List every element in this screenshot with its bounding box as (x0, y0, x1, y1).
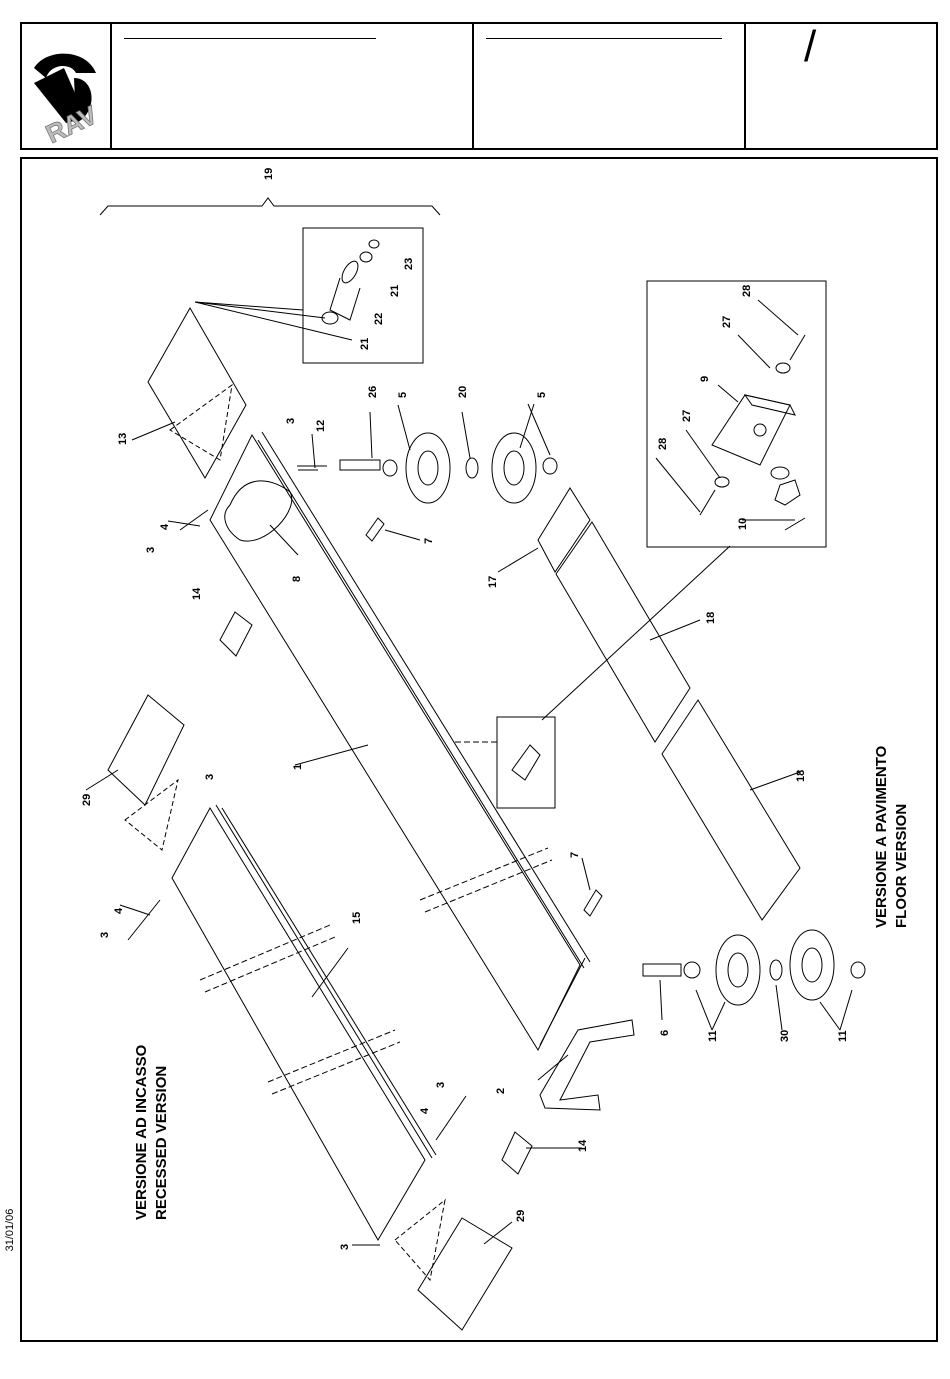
pulley-set-top (297, 433, 557, 503)
callout-30: 30 (779, 1030, 791, 1042)
callout-2: 2 (495, 1088, 507, 1094)
caption-floor-it: VERSIONE A PAVIMENTO (873, 745, 890, 928)
recessed-plate (172, 805, 436, 1240)
bracket-19 (100, 198, 440, 215)
callout-3c: 3 (204, 774, 216, 780)
callout-3e: 3 (435, 1082, 447, 1088)
callout-14a: 14 (191, 587, 203, 600)
bracket-14-bottom (502, 1132, 532, 1174)
callout-13: 13 (117, 433, 129, 445)
callout-10: 10 (737, 518, 749, 530)
callout-1: 1 (292, 764, 304, 770)
callout-18b: 18 (795, 770, 807, 782)
callout-9: 9 (699, 376, 711, 382)
callout-28a: 28 (741, 285, 753, 297)
main-beam (210, 432, 590, 1050)
callout-14b: 14 (577, 1139, 589, 1152)
cover-plate-13 (148, 308, 246, 478)
callout-21a: 21 (389, 285, 401, 297)
inset-cable-block (647, 281, 826, 547)
callout-18a: 18 (705, 612, 717, 624)
callout-6: 6 (659, 1030, 671, 1036)
callout-11b: 11 (837, 1030, 849, 1042)
callout-28b: 28 (657, 438, 669, 450)
callout-3a: 3 (285, 418, 297, 424)
callout-22: 22 (373, 313, 385, 325)
callout-3b: 3 (145, 547, 157, 553)
callout-27a: 27 (721, 316, 733, 328)
callout-17: 17 (487, 576, 499, 588)
ramp-29-top (108, 695, 184, 805)
callout-7a: 7 (423, 538, 435, 544)
callout-3f: 3 (339, 1244, 351, 1250)
callout-4b: 4 (113, 907, 125, 914)
caption-recessed-it: VERSIONE AD INCASSO (133, 1044, 150, 1220)
callout-19: 19 (263, 168, 275, 180)
callout-21b: 21 (359, 338, 371, 350)
callout-5a: 5 (397, 392, 409, 398)
foot-bracket (540, 1020, 634, 1110)
callout-29b: 29 (515, 1210, 527, 1222)
callout-23: 23 (403, 258, 415, 270)
callout-20: 20 (457, 386, 469, 398)
callout-11a: 11 (707, 1030, 719, 1042)
callout-26: 26 (367, 386, 379, 398)
callout-29a: 29 (81, 794, 93, 806)
callout-8: 8 (291, 576, 303, 582)
callout-27b: 27 (681, 410, 693, 422)
bracket-14-top (220, 612, 252, 656)
callout-3d: 3 (99, 932, 111, 938)
callout-15: 15 (351, 912, 363, 924)
caption-floor-en: FLOOR VERSION (893, 804, 910, 928)
callout-4c: 4 (419, 1107, 431, 1114)
inset-small-block (497, 717, 555, 808)
caption-recessed-en: RECESSED VERSION (153, 1066, 170, 1220)
ramp-29-bottom (418, 1218, 512, 1330)
callout-7b: 7 (569, 852, 581, 858)
pulley-set-bottom (643, 930, 865, 1005)
callout-12: 12 (315, 420, 327, 432)
callout-5b: 5 (536, 392, 548, 398)
callout-4a: 4 (159, 523, 171, 530)
